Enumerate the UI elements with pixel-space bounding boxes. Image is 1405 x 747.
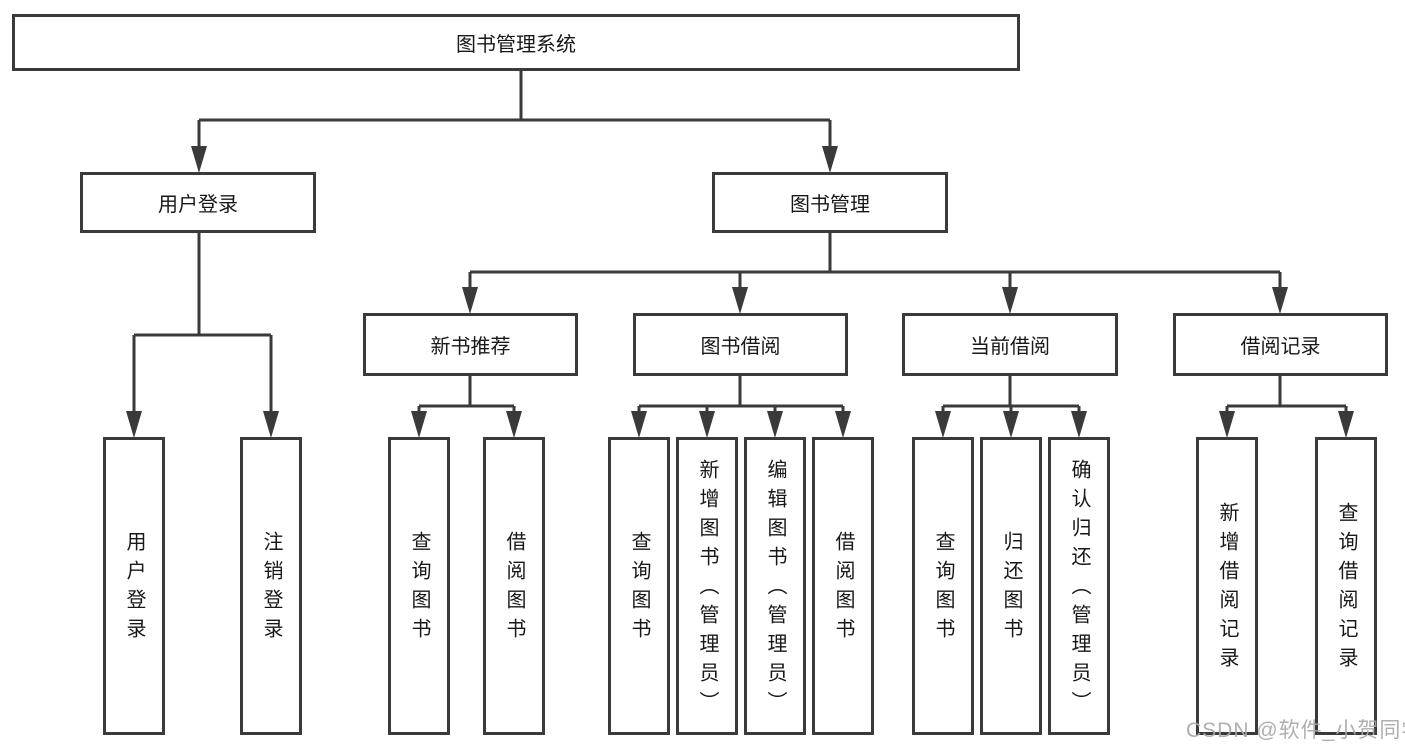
- leaf-newbook-borrow-books: 借阅图书: [483, 437, 545, 735]
- leaf-current-return-books: 归还图书: [980, 437, 1042, 735]
- node-root: 图书管理系统: [12, 14, 1020, 71]
- node-book-management: 图书管理: [712, 172, 948, 233]
- leaf-records-query-borrow-record: 查询借阅记录: [1315, 437, 1377, 735]
- leaf-borrow-add-books-admin: 新增图书（管理员）: [676, 437, 738, 735]
- node-borrow-records: 借阅记录: [1173, 313, 1388, 376]
- node-book-borrowing: 图书借阅: [633, 313, 848, 376]
- csdn-watermark: CSDN @软件_小贺同学: [1186, 719, 1405, 742]
- leaf-borrow-borrow-books: 借阅图书: [812, 437, 874, 735]
- leaf-current-query-books: 查询图书: [912, 437, 974, 735]
- node-new-book-recommend: 新书推荐: [363, 313, 578, 376]
- leaf-records-add-borrow-record: 新增借阅记录: [1196, 437, 1258, 735]
- leaf-borrow-edit-books-admin: 编辑图书（管理员）: [744, 437, 806, 735]
- leaf-newbook-query-books: 查询图书: [388, 437, 450, 735]
- node-user-login: 用户登录: [80, 172, 316, 233]
- node-current-borrowing: 当前借阅: [902, 313, 1118, 376]
- leaf-logout: 注销登录: [240, 437, 302, 735]
- leaf-borrow-query-books: 查询图书: [608, 437, 670, 735]
- leaf-user-login: 用户登录: [103, 437, 165, 735]
- leaf-current-confirm-return-admin: 确认归还（管理员）: [1048, 437, 1110, 735]
